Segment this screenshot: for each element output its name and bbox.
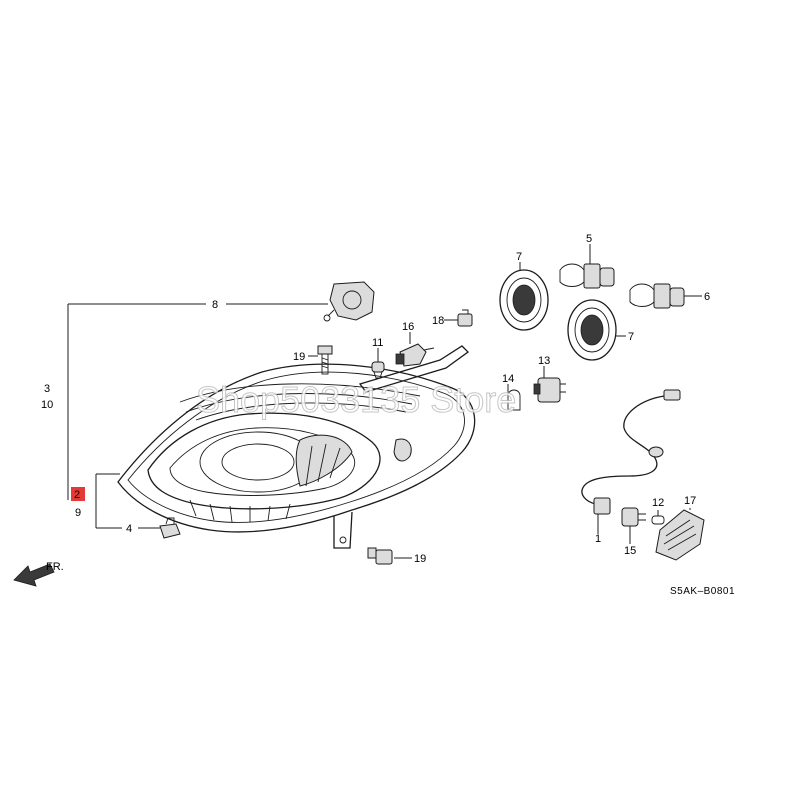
callout-2-highlight — [71, 487, 85, 501]
callout-10: 10 — [41, 399, 53, 411]
callout-7-a: 7 — [516, 251, 522, 263]
part-7-seal-a — [499, 269, 549, 331]
part-14-bulb — [507, 389, 521, 411]
leader-lines — [67, 244, 702, 559]
part-8-socket — [323, 281, 375, 322]
diagram-code: S5AK–B0801 — [670, 586, 735, 597]
callout-11: 11 — [372, 337, 383, 349]
callout-8: 8 — [212, 299, 218, 311]
watermark-text: Shop5033135 Store — [196, 379, 516, 420]
part-6-bulb — [629, 283, 685, 309]
part-12-bulb — [651, 515, 665, 525]
part-17-side-marker — [655, 509, 705, 561]
callout-1: 1 — [595, 533, 601, 545]
part-19-bolt-top — [317, 345, 333, 375]
part-19-bolt-bottom — [367, 547, 393, 565]
callout-18: 18 — [432, 315, 444, 327]
callout-16: 16 — [402, 321, 414, 333]
part-7-seal-b — [567, 299, 617, 361]
callout-6: 6 — [704, 291, 710, 303]
part-18-clip — [457, 309, 473, 327]
callout-19-bottom: 19 — [414, 553, 426, 565]
callout-2: 2 — [74, 489, 80, 501]
callout-3: 3 — [44, 383, 50, 395]
callout-9: 9 — [75, 507, 81, 519]
front-arrow: FR. — [13, 561, 64, 587]
part-16-socket — [395, 343, 435, 367]
callout-17: 17 — [684, 495, 696, 507]
callout-7-b: 7 — [628, 331, 634, 343]
callout-15: 15 — [624, 545, 636, 557]
callout-4: 4 — [126, 523, 132, 535]
part-1-wire-harness — [581, 389, 681, 515]
headlight-assembly — [117, 345, 476, 549]
callout-19-top: 19 — [293, 351, 305, 363]
callout-14: 14 — [502, 373, 514, 385]
part-5-bulb — [559, 263, 615, 289]
callout-13: 13 — [538, 355, 550, 367]
callout-12: 12 — [652, 497, 664, 509]
callouts: 8 3 10 2 9 4 19 11 16 18 19 7 5 6 7 13 1… — [41, 233, 710, 565]
callout-5: 5 — [586, 233, 592, 245]
front-arrow-label: FR. — [46, 561, 64, 573]
part-4-clip — [159, 517, 181, 539]
part-13-socket — [533, 377, 566, 403]
part-15-socket — [621, 507, 646, 527]
